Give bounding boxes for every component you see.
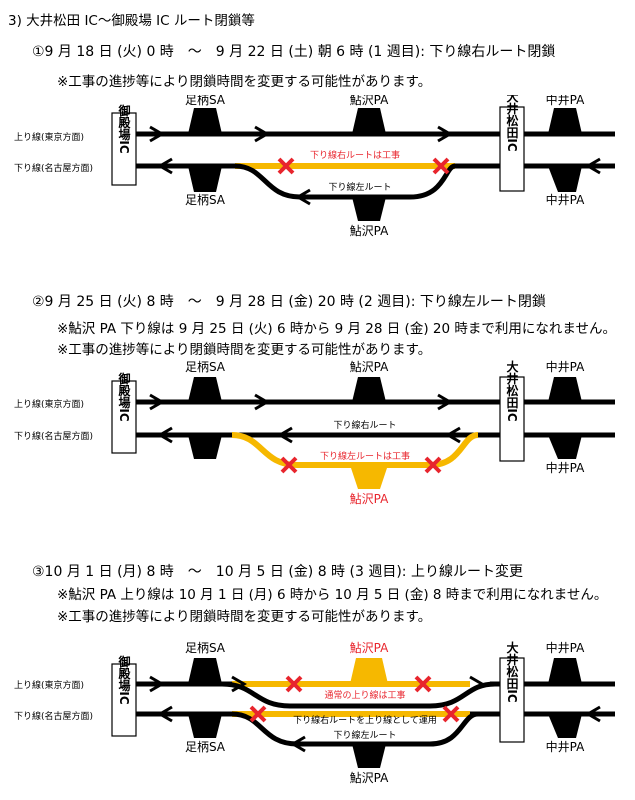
closure-cross-icon: [249, 705, 267, 723]
ayuzawa-pa-label: 鮎沢PA: [350, 771, 389, 785]
up-line-label: 上り線(東京方面): [14, 679, 84, 691]
ayuzawa-pa-down-shape: [352, 744, 386, 768]
route-label: 下り線右ルートを上り線として運用: [293, 714, 437, 726]
down-line-label: 下り線(名古屋方面): [14, 430, 93, 442]
nakai-pa-down-shape: [548, 435, 582, 459]
oimatsuda-ic-box: [499, 657, 525, 743]
oimatsuda-ic-box: [499, 376, 525, 462]
section-2-diagram: 御殿場IC 大井松田IC 上り線(東京方面) 下り線(名古屋方面) 足柄SA 鮎…: [14, 359, 615, 506]
closure-cross-icon: [414, 675, 432, 693]
ashigara-sa-label: 足柄SA: [185, 95, 226, 107]
ayuzawa-pa-up-shape: [352, 108, 386, 134]
nakai-pa-label: 中井PA: [546, 359, 585, 374]
nakai-pa-down-shape: [548, 166, 582, 192]
ayuzawa-pa-label: 鮎沢PA: [350, 224, 389, 238]
ashigara-sa-up-shape: [188, 108, 222, 134]
route-label: 下り線左ルート: [328, 181, 391, 193]
gotemba-ic-label: 御殿場IC: [117, 654, 131, 705]
gotemba-ic-label: 御殿場IC: [117, 103, 131, 154]
ashigara-sa-up-shape: [188, 658, 222, 684]
ashigara-sa-label: 足柄SA: [185, 641, 226, 655]
nakai-pa-label: 中井PA: [546, 640, 585, 655]
closure-cross-icon: [285, 675, 303, 693]
nakai-pa-up-shape: [548, 377, 582, 402]
section-1-title: ①9 月 18 日 (火) 0 時 ～ 9 月 22 日 (土) 朝 6 時 (…: [32, 44, 556, 60]
heading: 3) 大井松田 IC～御殿場 IC ルート閉鎖等: [8, 13, 255, 29]
section-1-diagram: 御殿場IC 大井松田IC 上り線(東京方面) 下り線(名古屋方面) 足柄SA 足…: [14, 95, 615, 238]
section-2-title: ②9 月 25 日 (火) 8 時 ～ 9 月 28 日 (金) 20 時 (2…: [32, 294, 546, 310]
work-label: 下り線右ルートは工事: [310, 149, 400, 161]
oimatsuda-ic-box: [499, 106, 525, 192]
closure-cross-icon: [424, 456, 442, 474]
ayuzawa-pa-up-shape: [350, 658, 388, 684]
left-route-label: 下り線左ルート: [333, 729, 396, 741]
ashigara-sa-down-shape: [188, 166, 222, 192]
ayuzawa-pa-up-shape: [352, 377, 386, 402]
ayuzawa-pa-closed-label: 鮎沢PA: [350, 492, 389, 506]
section-3-note-2: ※工事の進捗等により閉鎖時間を変更する可能性があります。: [57, 609, 432, 625]
nakai-pa-label: 中井PA: [546, 460, 585, 475]
ayuzawa-pa-down-shape: [352, 197, 386, 221]
nakai-pa-up-shape: [548, 658, 582, 684]
section-3-title: ③10 月 1 日 (月) 8 時 ～ 10 月 5 日 (金) 8 時 (3 …: [32, 564, 523, 580]
oimatsuda-ic-label: 大井松田IC: [505, 640, 519, 703]
section-1-note: ※工事の進捗等により閉鎖時間を変更する可能性があります。: [57, 74, 432, 90]
section-3-note-1: ※鮎沢 PA 上り線は 10 月 1 日 (月) 6 時から 10 月 5 日 …: [57, 587, 608, 603]
ayuzawa-pa-closed-label: 鮎沢PA: [350, 641, 389, 655]
up-line-label: 上り線(東京方面): [14, 131, 84, 143]
ayuzawa-pa-down-shape: [350, 465, 388, 489]
nakai-pa-label: 中井PA: [546, 739, 585, 754]
closure-cross-icon: [277, 157, 295, 175]
ashigara-sa-label: 足柄SA: [185, 740, 226, 754]
ashigara-sa-down-shape: [188, 435, 222, 459]
closure-cross-icon: [432, 157, 450, 175]
oimatsuda-ic-label: 大井松田IC: [505, 359, 519, 422]
nakai-pa-up-shape: [548, 108, 582, 134]
nakai-pa-label: 中井PA: [546, 192, 585, 207]
ashigara-sa-label: 足柄SA: [185, 193, 226, 207]
nakai-pa-down-shape: [548, 714, 582, 738]
closure-cross-icon: [442, 705, 460, 723]
down-left-route-closed: [231, 432, 479, 468]
gotemba-ic-box: [111, 663, 137, 737]
oimatsuda-ic-label: 大井松田IC: [505, 95, 519, 152]
ashigara-sa-down-shape: [188, 714, 222, 738]
gotemba-ic-box: [111, 380, 137, 454]
section-2-note-2: ※工事の進捗等により閉鎖時間を変更する可能性があります。: [57, 342, 432, 358]
ashigara-sa-up-shape: [188, 377, 222, 402]
gotemba-ic-label: 御殿場IC: [117, 371, 131, 422]
ashigara-sa-label: 足柄SA: [185, 360, 226, 374]
down-line-label: 下り線(名古屋方面): [14, 162, 93, 174]
section-2-note-1: ※鮎沢 PA 下り線は 9 月 25 日 (火) 6 時から 9 月 28 日 …: [57, 321, 616, 337]
down-line-label: 下り線(名古屋方面): [14, 710, 93, 722]
ayuzawa-pa-label: 鮎沢PA: [350, 360, 389, 374]
gotemba-ic-box: [111, 112, 137, 186]
closure-cross-icon: [280, 456, 298, 474]
nakai-pa-label: 中井PA: [546, 95, 585, 107]
work-label: 通常の上り線は工事: [324, 689, 405, 701]
up-line-label: 上り線(東京方面): [14, 398, 84, 410]
route-label: 下り線右ルート: [333, 419, 396, 431]
work-label: 下り線左ルートは工事: [320, 450, 410, 462]
section-3-diagram: 御殿場IC 大井松田IC 上り線(東京方面) 下り線(名古屋方面) 足柄SA 足…: [14, 640, 615, 785]
ayuzawa-pa-label: 鮎沢PA: [350, 95, 389, 107]
